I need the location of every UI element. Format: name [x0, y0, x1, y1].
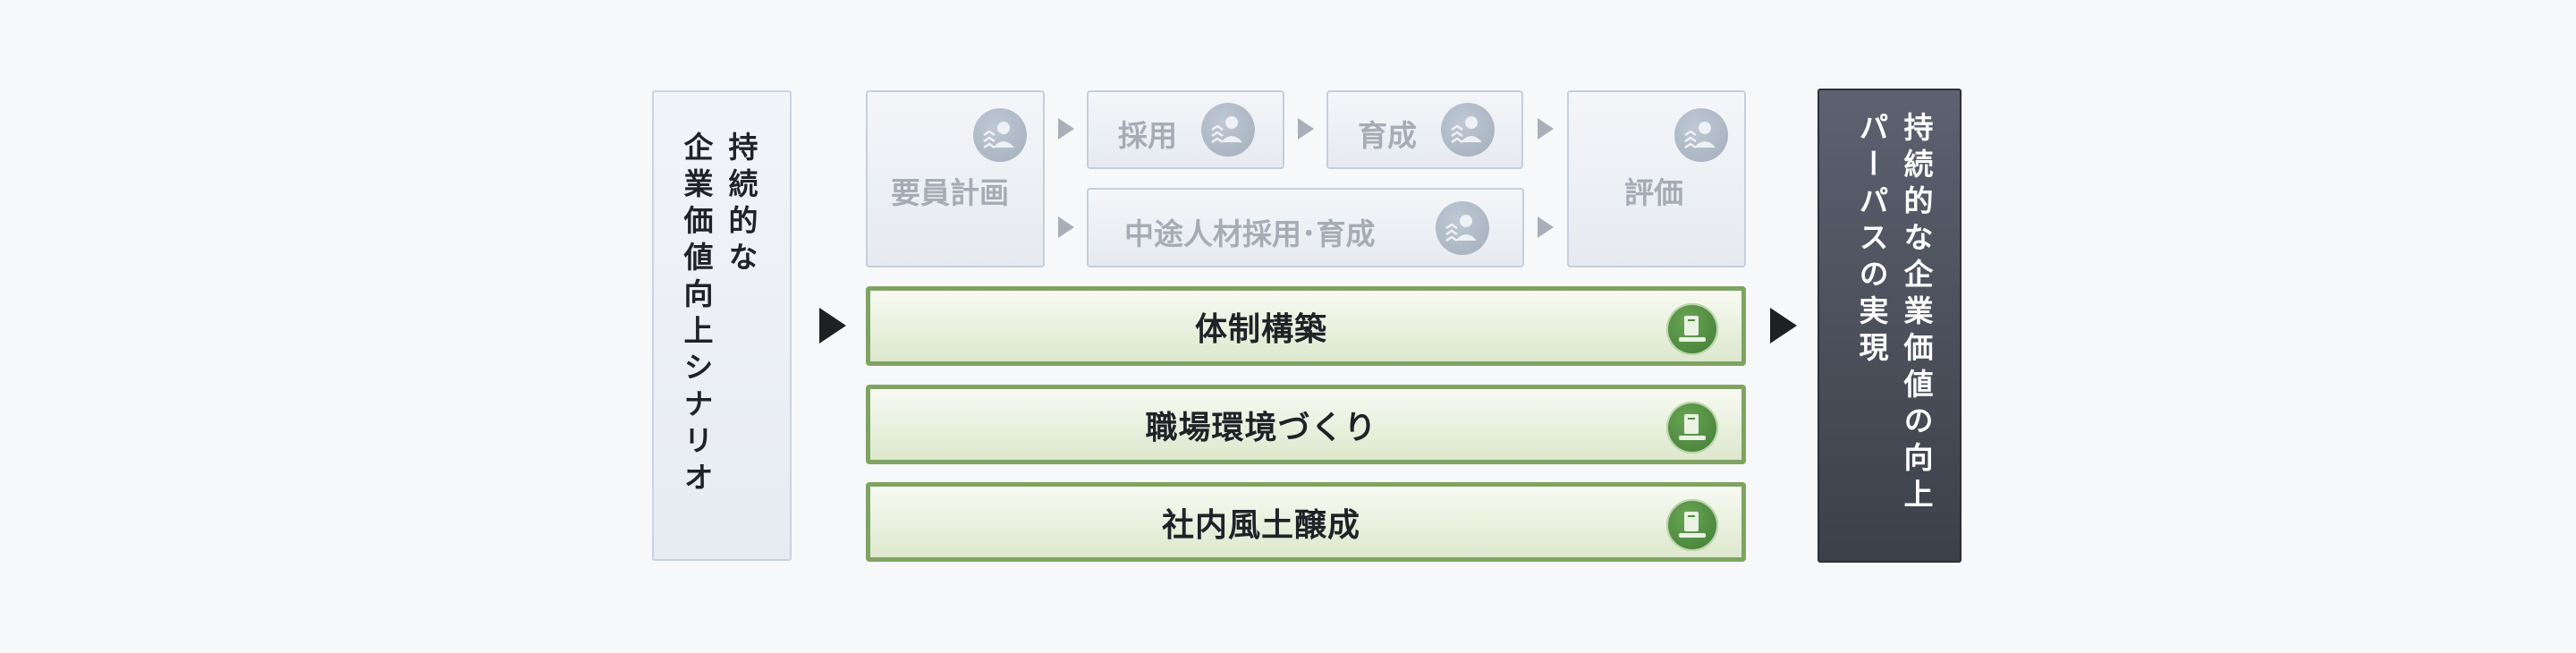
initiative-label: 体制構築	[1194, 310, 1327, 348]
process-training: 育成	[1326, 90, 1523, 169]
process-midcareer: 中途人材採用･育成	[1087, 188, 1524, 267]
purpose-box: 持続的な企業価値の向上パーパスの実現	[1818, 89, 1962, 563]
document-icon	[1666, 499, 1718, 551]
arrow-planning-to-midcareer	[1058, 216, 1074, 238]
arrow-recruit-to-train	[1298, 118, 1314, 140]
arrow-to-initiatives	[819, 308, 846, 343]
people-wave-icon	[1436, 201, 1489, 255]
initiative-bar: 職場環境づくり	[866, 385, 1746, 464]
process-evaluation-label: 評価	[1624, 175, 1683, 210]
people-wave-icon	[973, 108, 1027, 162]
people-wave-icon	[1441, 103, 1495, 157]
process-planning: 要員計画	[866, 90, 1045, 267]
purpose-text: 持続的な企業価値の向上パーパスの実現	[1849, 112, 1938, 515]
scenario-line-2: 企業価値向上シナリオ	[679, 131, 714, 498]
process-midcareer-label: 中途人材採用･育成	[1124, 216, 1376, 251]
document-icon	[1666, 402, 1718, 454]
document-icon	[1666, 303, 1718, 355]
purpose-line-1: 持続的な企業価値の向上	[1899, 112, 1934, 515]
people-wave-icon	[1201, 103, 1255, 157]
initiative-bar: 体制構築	[866, 286, 1746, 366]
process-training-label: 育成	[1358, 118, 1417, 153]
initiative-label: 社内風土醸成	[1161, 506, 1360, 544]
initiative-label: 職場環境づくり	[1145, 409, 1377, 446]
process-recruiting-label: 採用	[1118, 118, 1177, 153]
arrow-train-to-eval	[1538, 118, 1554, 140]
process-evaluation: 評価	[1567, 90, 1746, 267]
scenario-text: 持続的な企業価値向上シナリオ	[674, 131, 763, 498]
initiative-bar: 社内風土醸成	[866, 482, 1746, 562]
arrow-planning-to-recruit	[1058, 118, 1074, 140]
purpose-line-2: パーパスの実現	[1854, 112, 1889, 369]
people-wave-icon	[1674, 108, 1728, 162]
process-planning-label: 要員計画	[891, 175, 1009, 210]
scenario-line-1: 持続的な	[724, 131, 758, 278]
process-recruiting: 採用	[1087, 90, 1284, 169]
arrow-to-purpose	[1770, 308, 1797, 343]
arrow-midcareer-to-eval	[1538, 216, 1554, 238]
scenario-box: 持続的な企業価値向上シナリオ	[652, 90, 792, 561]
